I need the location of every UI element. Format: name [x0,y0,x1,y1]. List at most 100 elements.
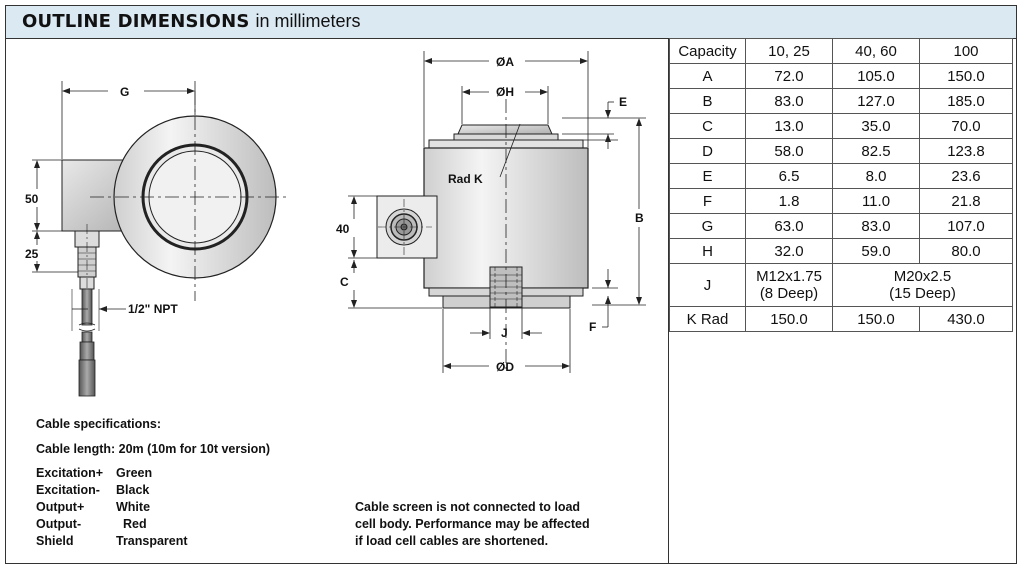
note-line: Cable screen is not connected to load [355,500,581,514]
dim-b-label: B [635,211,644,225]
table-cell: E [669,163,746,189]
table-cell: 127.0 [832,88,920,114]
cable-screen-note: Cable screen is not connected to load ce… [355,499,590,550]
dim-e-label: E [619,95,627,109]
table-cell: 58.0 [745,138,833,164]
table-cell: 80.0 [919,238,1013,264]
dim-a-label: ØA [496,55,514,69]
wire-color-list: Excitation+ Green Excitation- Black Output… [36,465,188,550]
load-button [457,124,553,135]
npt-label: 1/2" NPT [128,302,178,316]
wire-name: Output- [36,517,82,531]
table-cell: 6.5 [745,163,833,189]
table-cell: 123.8 [919,138,1013,164]
dim-f-label: F [589,320,596,334]
table-cell: A [669,63,746,89]
table-cell: 59.0 [832,238,920,264]
dim-g-label: G [120,85,129,99]
table-cell: J [669,263,746,307]
table-cell: 107.0 [919,213,1013,239]
dim-h-label: ØH [496,85,514,99]
table-cell: B [669,88,746,114]
wire-name: Output+ [36,500,85,514]
dim-j-label: J [501,326,508,340]
table-cell: 8.0 [832,163,920,189]
table-cell: 13.0 [745,113,833,139]
table-cell: M20x2.5(15 Deep) [832,263,1013,307]
wire-color: Red [123,517,147,531]
table-cell: F [669,188,746,214]
wire-name: Excitation+ [36,466,104,480]
table-cell: 63.0 [745,213,833,239]
cable-spec-title: Cable specifications: [36,417,162,431]
cable [81,288,93,326]
wire-color: Green [116,466,153,480]
table-cell: D [669,138,746,164]
dim-40-label: 40 [336,222,350,236]
table-cell: 72.0 [745,63,833,89]
table-cell: C [669,113,746,139]
table-cell: 150.0 [832,306,920,332]
table-cell: 82.5 [832,138,920,164]
thread-small-depth: (8 Deep) [759,285,819,302]
wire-name: Shield [36,534,74,548]
table-cell: 105.0 [832,63,920,89]
table-cell: K Rad [669,306,746,332]
table-cell: 1.8 [745,188,833,214]
note-line: cell body. Performance may be affected [355,517,590,531]
wire-name: Excitation- [36,483,100,497]
table-cell: 150.0 [745,306,833,332]
list-item: Output+ White [36,499,188,516]
front-view [348,51,646,373]
panel-divider [668,38,669,564]
dim-radk-label: Rad K [448,172,483,186]
table-cell: 35.0 [832,113,920,139]
table-cell: 23.6 [919,163,1013,189]
thread-large-size: M20x2.5 [893,268,952,285]
wire-color: White [116,500,151,514]
outline-drawing: G 50 25 1/2" NPT [25,51,646,397]
note-line: if load cell cables are shortened. [355,534,549,548]
dim-c-label: C [340,275,349,289]
table-cell: 150.0 [919,63,1013,89]
thread-large-depth: (15 Deep) [889,285,956,302]
table-cell: 70.0 [919,113,1013,139]
table-header-row: Capacity 10, 25 40, 60 100 [669,38,1013,64]
table-cell: 185.0 [919,88,1013,114]
table-cell: 21.8 [919,188,1013,214]
table-header-cell: Capacity [669,38,746,64]
table-cell: H [669,238,746,264]
table-header-cell: 40, 60 [832,38,920,64]
dim-50-label: 50 [25,192,39,206]
table-cell: 11.0 [832,188,920,214]
list-item: Excitation+ Green [36,465,188,482]
list-item: Excitation- Black [36,482,188,499]
table-header-cell: 10, 25 [745,38,833,64]
table-cell: 430.0 [919,306,1013,332]
dim-d-label: ØD [496,360,514,374]
side-view [32,81,290,397]
table-cell: M12x1.75(8 Deep) [745,263,833,307]
cable-length: Cable length: 20m (10m for 10t version) [36,442,271,456]
table-cell: 83.0 [832,213,920,239]
list-item: Output- Red [36,516,188,533]
table-header-cell: 100 [919,38,1013,64]
dim-25-label: 25 [25,247,39,261]
table-cell: G [669,213,746,239]
wire-color: Black [116,483,150,497]
table-row-thread: J M12x1.75(8 Deep) M20x2.5(15 Deep) [669,263,1013,307]
table-cell: 83.0 [745,88,833,114]
